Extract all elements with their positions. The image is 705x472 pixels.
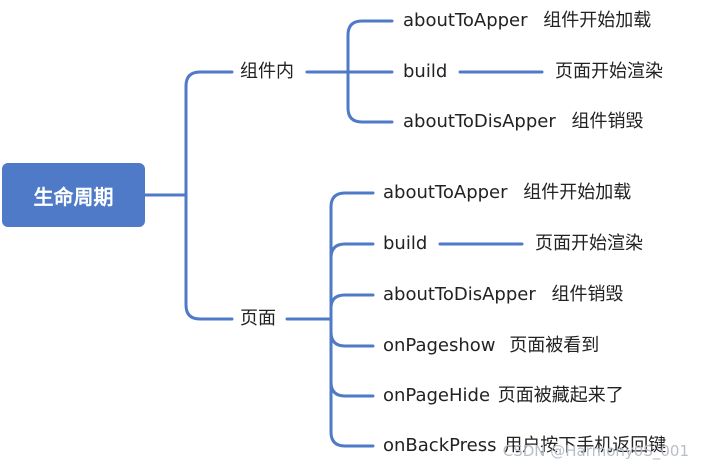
node-desc: 组件开始加载 [543, 10, 652, 31]
node-desc: 页面被看到 [509, 335, 600, 356]
b2-child-6-node: onBackPress 用户按下手机返回键 [383, 434, 666, 458]
connector-b2-child-3 [329, 293, 375, 321]
b2-child-4-node: onPageshow 页面被看到 [383, 334, 599, 358]
node-label: aboutToApper [383, 182, 508, 203]
node-label: onPageHide [383, 385, 491, 406]
b2-child-3-node: aboutToDisApper 组件销毁 [383, 283, 624, 307]
node-label: build [383, 233, 428, 254]
root-node: 生命周期 [2, 163, 145, 227]
b1-child-1-node: aboutToApper 组件开始加载 [403, 9, 651, 33]
b1-child-2-desc: 页面开始渲染 [555, 61, 663, 82]
connector-b2-child-6 [329, 317, 375, 448]
node-desc: 组件销毁 [571, 111, 644, 132]
node-label: aboutToDisApper [403, 111, 556, 132]
connector-b1-child-3 [346, 70, 394, 124]
b2-child-2-desc: 页面开始渲染 [535, 233, 643, 254]
node-label: aboutToDisApper [383, 284, 536, 305]
connector-root-to-branch-2 [184, 193, 234, 321]
connector-root-to-branch-1 [184, 70, 234, 197]
branch-2-label: 页面 [240, 308, 276, 329]
node-desc: 组件销毁 [551, 284, 624, 305]
node-label: onBackPress [383, 435, 497, 456]
watermark: CSDN @Harmony0S_001 [502, 442, 689, 460]
node-desc: 用户按下手机返回键 [504, 435, 667, 456]
b2-child-2-node: build [383, 232, 427, 256]
node-label: build [403, 61, 448, 82]
node-label: onPageshow [383, 335, 496, 356]
b2-child-1-node: aboutToApper 组件开始加载 [383, 181, 631, 205]
connector-b2-child-2 [329, 242, 375, 321]
connector-b2-child-1 [329, 191, 375, 321]
branch-1-label: 组件内 [240, 61, 294, 82]
connector-b2-child-4 [329, 317, 375, 348]
connector-b1-child-1 [346, 19, 394, 74]
node-label: aboutToApper [403, 10, 528, 31]
node-desc: 组件开始加载 [523, 182, 632, 203]
node-desc: 页面被藏起来了 [497, 385, 624, 406]
root-label: 生命周期 [33, 184, 114, 209]
connector-b2-child-5 [329, 317, 375, 398]
b2-child-5-node: onPageHide 页面被藏起来了 [383, 384, 624, 408]
b1-child-2-node: build [403, 60, 447, 84]
b1-child-3-node: aboutToDisApper 组件销毁 [403, 110, 644, 134]
